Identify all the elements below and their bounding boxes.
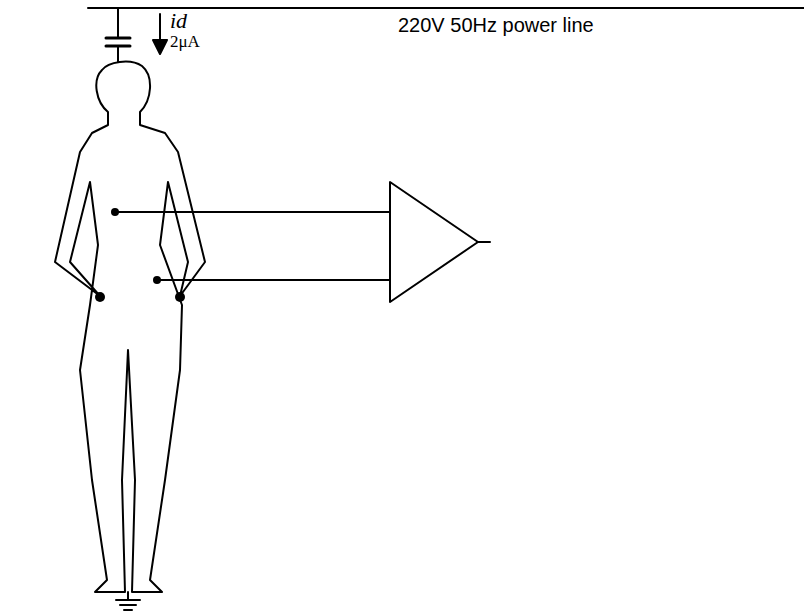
- electrode-lead: [115, 211, 390, 213]
- capacitor-plate: [106, 37, 130, 40]
- hand-dot: [175, 292, 185, 302]
- current-value: 2μA: [170, 32, 200, 52]
- body-outline: [55, 62, 205, 592]
- ground-symbol: [120, 604, 136, 606]
- electrode-lead: [157, 279, 390, 281]
- coupling-wire: [117, 8, 119, 38]
- electrode: [153, 276, 161, 284]
- electrode: [111, 208, 119, 216]
- line-label: 220V 50Hz power line: [398, 14, 594, 37]
- amplifier-output: [478, 241, 490, 243]
- coupling-wire: [117, 46, 119, 62]
- arrowhead: [153, 40, 167, 54]
- current-symbol: id: [170, 8, 187, 34]
- amplifier-symbol: [390, 182, 478, 302]
- ground-symbol: [116, 599, 140, 601]
- hand-dot: [95, 292, 105, 302]
- ground-wire: [127, 592, 129, 600]
- power-line: [88, 7, 804, 9]
- ground-symbol: [124, 609, 132, 611]
